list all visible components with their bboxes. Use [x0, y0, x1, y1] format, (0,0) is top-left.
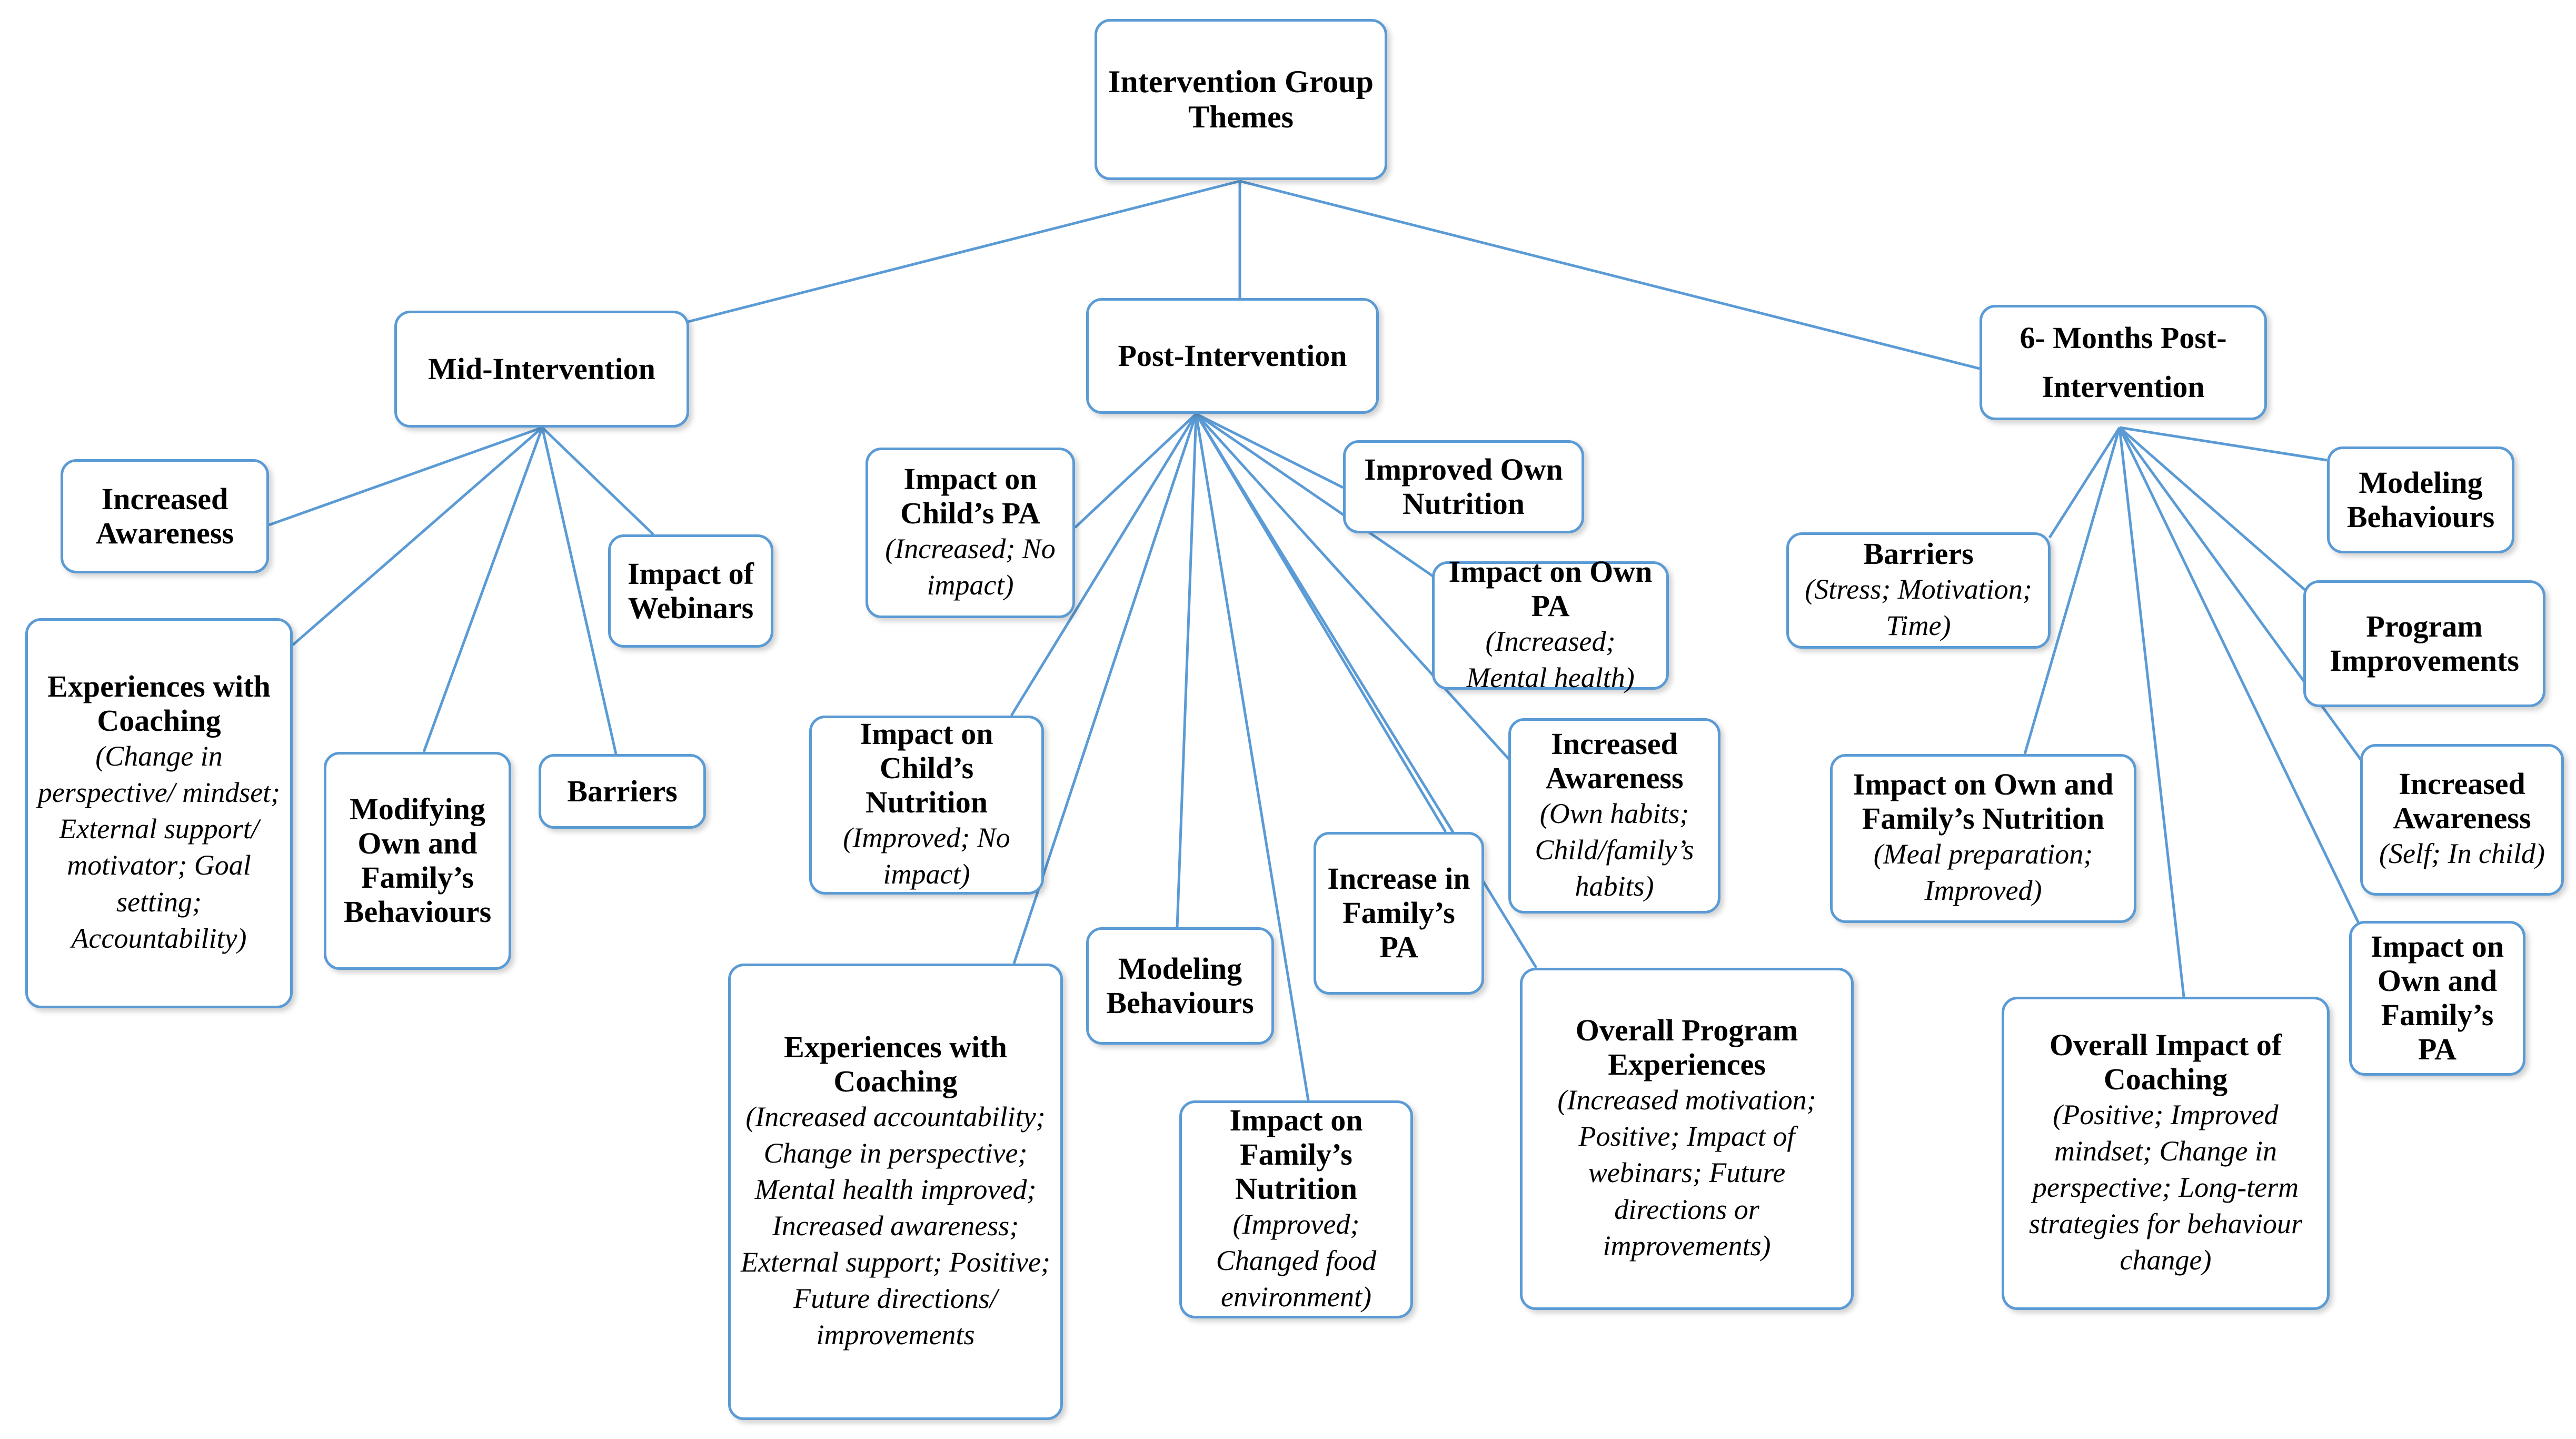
connector-line — [292, 426, 543, 646]
connector-line — [2119, 426, 2328, 462]
connector-line — [541, 426, 654, 535]
connector-line — [2119, 426, 2307, 592]
theme-title: Increase in Family’s PA — [1327, 861, 1470, 964]
root-title: Intervention Group Themes — [1108, 64, 1374, 134]
phase-six-months-post: 6- Months Post-Intervention — [1980, 305, 2267, 420]
root-node: Intervention Group Themes — [1095, 19, 1387, 180]
theme-details: (Increased motivation; Positive; Impact … — [1557, 1084, 1816, 1262]
theme-details: (Increased; No impact) — [885, 532, 1056, 601]
mid-theme-barriers: Barriers — [539, 754, 706, 829]
connector-line — [2118, 426, 2360, 924]
connector-line — [688, 180, 1240, 323]
connector-line — [268, 426, 543, 527]
theme-title: Experiences with Coaching — [784, 1029, 1007, 1098]
theme-details: (Increased accountability; Change in per… — [741, 1100, 1050, 1351]
theme-details: (Stress; Motivation; Time) — [1805, 573, 2032, 641]
phase-title: Mid-Intervention — [428, 351, 655, 386]
theme-details: (Improved; Changed food environment) — [1216, 1208, 1377, 1313]
connector-line — [1176, 413, 1198, 928]
post-theme-increase-in-familys-pa: Increase in Family’s PA — [1314, 832, 1484, 995]
post-theme-impact-on-childs-pa: Impact on Child’s PA (Increased; No impa… — [866, 448, 1075, 618]
six-theme-impact-on-own-family-nutrition: Impact on Own and Family’s Nutrition (Me… — [1830, 754, 2136, 923]
connector-line — [1239, 180, 1980, 370]
connector-line — [422, 427, 544, 752]
theme-title: Impact on Own and Family’s PA — [2371, 929, 2504, 1066]
six-theme-overall-impact-of-coaching: Overall Impact of Coaching (Positive; Im… — [2002, 997, 2330, 1310]
connector-line — [2118, 426, 2366, 766]
six-theme-barriers: Barriers (Stress; Motivation; Time) — [1786, 532, 2051, 649]
theme-title: Impact on Family’s Nutrition — [1229, 1103, 1363, 1206]
post-theme-impact-on-familys-nutrition: Impact on Family’s Nutrition (Improved; … — [1179, 1100, 1413, 1318]
phase-title: 6- Months Post-Intervention — [2020, 320, 2227, 404]
phase-title: Post-Intervention — [1118, 338, 1347, 373]
theme-details: (Change in perspective/ mindset; Externa… — [37, 740, 281, 954]
theme-title: Increased Awareness — [2393, 767, 2531, 836]
connector-line — [541, 427, 618, 755]
theme-title: Modeling Behaviours — [1106, 951, 1254, 1020]
connector-line — [2048, 426, 2121, 539]
theme-title: Overall Impact of Coaching — [2049, 1027, 2282, 1096]
post-theme-modeling-behaviours: Modeling Behaviours — [1086, 927, 1274, 1045]
theme-title: Impact on Child’s PA — [900, 461, 1040, 530]
theme-title: Modeling Behaviours — [2346, 465, 2495, 534]
theme-title: Impact on Child’s Nutrition — [860, 717, 993, 820]
mid-theme-experiences-with-coaching: Experiences with Coaching (Change in per… — [25, 618, 293, 1008]
theme-title: Barriers — [567, 773, 678, 808]
theme-details: (Self; In child) — [2379, 838, 2545, 870]
post-theme-impact-on-childs-nutrition: Impact on Child’s Nutrition (Improved; N… — [809, 716, 1044, 895]
theme-title: Increased Awareness — [1545, 726, 1684, 795]
connector-line — [1195, 412, 1344, 489]
theme-details: (Positive; Improved mindset; Change in p… — [2029, 1098, 2302, 1276]
theme-title: Overall Program Experiences — [1575, 1013, 1798, 1082]
mid-theme-impact-of-webinars: Impact of Webinars — [608, 534, 773, 648]
theme-details: (Increased; Mental health) — [1466, 625, 1635, 693]
post-theme-experiences-with-coaching: Experiences with Coaching (Increased acc… — [728, 964, 1063, 1420]
theme-title: Modifying Own and Family’s Behaviours — [343, 792, 492, 929]
theme-title: Impact of Webinars — [627, 556, 754, 625]
connector-line — [1195, 412, 1441, 583]
theme-title: Increased Awareness — [95, 481, 234, 550]
connector-line — [1195, 413, 1310, 1101]
phase-mid-intervention: Mid-Intervention — [394, 311, 689, 428]
post-theme-impact-on-own-pa: Impact on Own PA (Increased; Mental heal… — [1432, 554, 1669, 693]
phase-post-intervention: Post-Intervention — [1086, 298, 1379, 414]
post-theme-increased-awareness: Increased Awareness (Own habits; Child/f… — [1508, 718, 1720, 914]
theme-title: Experiences with Coaching — [47, 669, 271, 738]
connector-line — [2118, 427, 2185, 997]
post-theme-overall-program-experiences: Overall Program Experiences (Increased m… — [1520, 968, 1854, 1310]
theme-title: Impact on Own PA — [1448, 554, 1653, 623]
mid-theme-increased-awareness: Increased Awareness — [61, 459, 269, 573]
connector-line — [1012, 413, 1198, 964]
six-theme-impact-on-own-family-pa: Impact on Own and Family’s PA — [2349, 921, 2525, 1076]
post-theme-improved-own-nutrition: Improved Own Nutrition — [1343, 440, 1584, 533]
connector-line — [2023, 427, 2121, 755]
theme-title: Improved Own Nutrition — [1364, 452, 1563, 521]
six-theme-program-improvements: Program Improvements — [2303, 580, 2545, 707]
theme-details: (Own habits; Child/family’s habits) — [1535, 797, 1694, 902]
mid-theme-modifying-behaviours: Modifying Own and Family’s Behaviours — [324, 752, 511, 970]
theme-title: Impact on Own and Family’s Nutrition — [1853, 767, 2114, 836]
theme-title: Program Improvements — [2330, 609, 2519, 678]
connector-line — [1074, 413, 1197, 529]
theme-details: (Meal preparation; Improved) — [1873, 838, 2093, 907]
six-theme-modeling-behaviours: Modeling Behaviours — [2327, 446, 2514, 553]
connector-line — [1195, 413, 1511, 761]
six-theme-increased-awareness: Increased Awareness (Self; In child) — [2360, 744, 2564, 896]
connector-line — [1010, 413, 1198, 717]
theme-details: (Improved; No impact) — [843, 822, 1010, 890]
theme-title: Barriers — [1863, 536, 1974, 571]
